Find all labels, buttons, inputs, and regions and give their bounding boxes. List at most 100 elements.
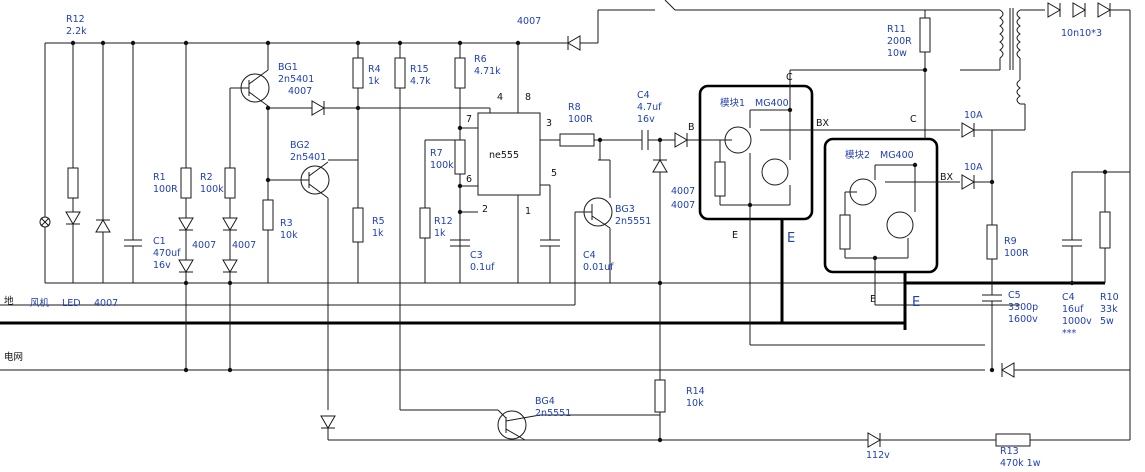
c1-rating: 16v [153, 260, 171, 271]
ic-pin-8: 8 [525, 92, 531, 103]
resistor-r15 [394, 57, 406, 89]
diode-icon [1072, 2, 1086, 18]
r7-value: 100k [430, 160, 454, 171]
resistor-r2 [224, 167, 236, 199]
diode-icon [178, 259, 194, 273]
c4-coupling-value: 4.7uf [637, 102, 662, 113]
r5-value: 1k [372, 228, 384, 239]
r9-ref: R9 [1004, 236, 1017, 247]
ic-pin-2: 2 [482, 204, 488, 215]
c5-ref: C5 [1008, 290, 1021, 301]
diode-icon [1047, 2, 1061, 18]
r1-value: 100R [153, 184, 178, 195]
module-2-e-big: E [912, 295, 920, 310]
resistor-r14 [654, 379, 666, 413]
bg2-ref: BG2 [290, 140, 310, 151]
diode-icon [567, 35, 581, 51]
diode-icon [652, 159, 668, 173]
diode-10a-icon [961, 122, 975, 138]
r11-rating: 10w [887, 48, 907, 59]
c5-rating: 1600v [1008, 314, 1038, 325]
r12-mid-value: 1k [434, 228, 446, 239]
module-2-name: 模块2 [845, 149, 870, 161]
module-2-box [823, 137, 939, 274]
r5-ref: R5 [372, 216, 385, 227]
ic-pin-3: 3 [546, 118, 552, 129]
resistor-r9 [986, 224, 998, 260]
diode-label: 4007 [94, 298, 118, 309]
r2-value: 100k [200, 184, 224, 195]
resistor-r12-mid [419, 207, 431, 239]
diode-c1a-label: 4007 [192, 240, 216, 251]
module-1-part: MG400 [755, 98, 789, 109]
diode-icon [95, 219, 111, 233]
c4-small-ref: C4 [583, 250, 596, 261]
bg4-value: 2n5551 [535, 408, 571, 419]
resistor-r13 [995, 433, 1031, 447]
resistor-r3 [262, 199, 274, 231]
c4-big-rating: 1000v [1062, 316, 1092, 327]
c5-value: 3300p [1008, 302, 1038, 313]
node-b-label: B [688, 122, 695, 133]
output-diodes-label: 10n10*3 [1061, 28, 1102, 39]
ground-label: 地 [4, 295, 14, 307]
resistor-r6 [454, 57, 466, 89]
r8-value: 100R [568, 114, 593, 125]
r14-ref: R14 [686, 386, 705, 397]
module-2-part: MG400 [880, 150, 914, 161]
r8-ref: R8 [568, 102, 581, 113]
c1-value: 470uf [153, 248, 181, 259]
diode-icon [222, 259, 238, 273]
ic-pin-4: 4 [497, 92, 503, 103]
resistor-r4 [352, 57, 364, 89]
transformer-secondary [1016, 9, 1021, 59]
ic-name: ne555 [489, 150, 519, 161]
r15-value: 4.7k [410, 76, 431, 87]
diode-10a-icon [961, 174, 975, 190]
diode-icon [222, 217, 238, 231]
bg1-ref: BG1 [278, 62, 298, 73]
top-diode-label: 4007 [517, 16, 541, 27]
r13-value: 470k 1w [1000, 458, 1041, 469]
resistor-r10 [1099, 211, 1111, 249]
r7-ref: R7 [430, 148, 443, 159]
ic-pin-6: 6 [466, 174, 472, 185]
bg3-ref: BG3 [615, 204, 635, 215]
module-2-e-label: E [870, 294, 876, 305]
transistor-bg4 [497, 410, 527, 440]
r12-top-value: 2.2k [66, 26, 87, 37]
r13-ref: R13 [1000, 446, 1019, 457]
led-label: LED [62, 298, 81, 309]
switch [664, 0, 676, 11]
module-1-name: 模块1 [720, 97, 745, 109]
r10-rating: 5w [1100, 316, 1114, 327]
r6-value: 4.71k [474, 66, 501, 77]
resistor-r11 [919, 17, 931, 53]
module-1-e-big: E [787, 231, 795, 246]
fuse2-label: 10A [964, 162, 983, 173]
c4-coupling-rating: 16v [637, 114, 655, 125]
r12-mid-ref: R12 [434, 216, 453, 227]
diode-icon [1001, 362, 1015, 378]
r4-value: 1k [368, 76, 380, 87]
bg1-diode-label: 4007 [288, 86, 312, 97]
r15-ref: R15 [410, 64, 429, 75]
ic-pin-1: 1 [525, 206, 531, 217]
c3-value: 0.1uf [470, 262, 495, 273]
r9-value: 100R [1004, 248, 1029, 259]
bg1-value: 2n5401 [278, 74, 314, 85]
r1-ref: R1 [153, 172, 166, 183]
led-icon [65, 211, 81, 225]
resistor-r7 [454, 139, 466, 175]
r3-ref: R3 [280, 218, 293, 229]
resistor-r12-top [67, 167, 79, 199]
opto-led-icon [320, 415, 336, 429]
r3-value: 10k [280, 230, 298, 241]
bg4-ref: BG4 [535, 396, 555, 407]
module-2-bx-label: BX [940, 172, 954, 183]
resistor-r8 [559, 133, 595, 147]
module-1-e-label: E [732, 230, 738, 241]
fan-label: 风机 [30, 297, 50, 309]
